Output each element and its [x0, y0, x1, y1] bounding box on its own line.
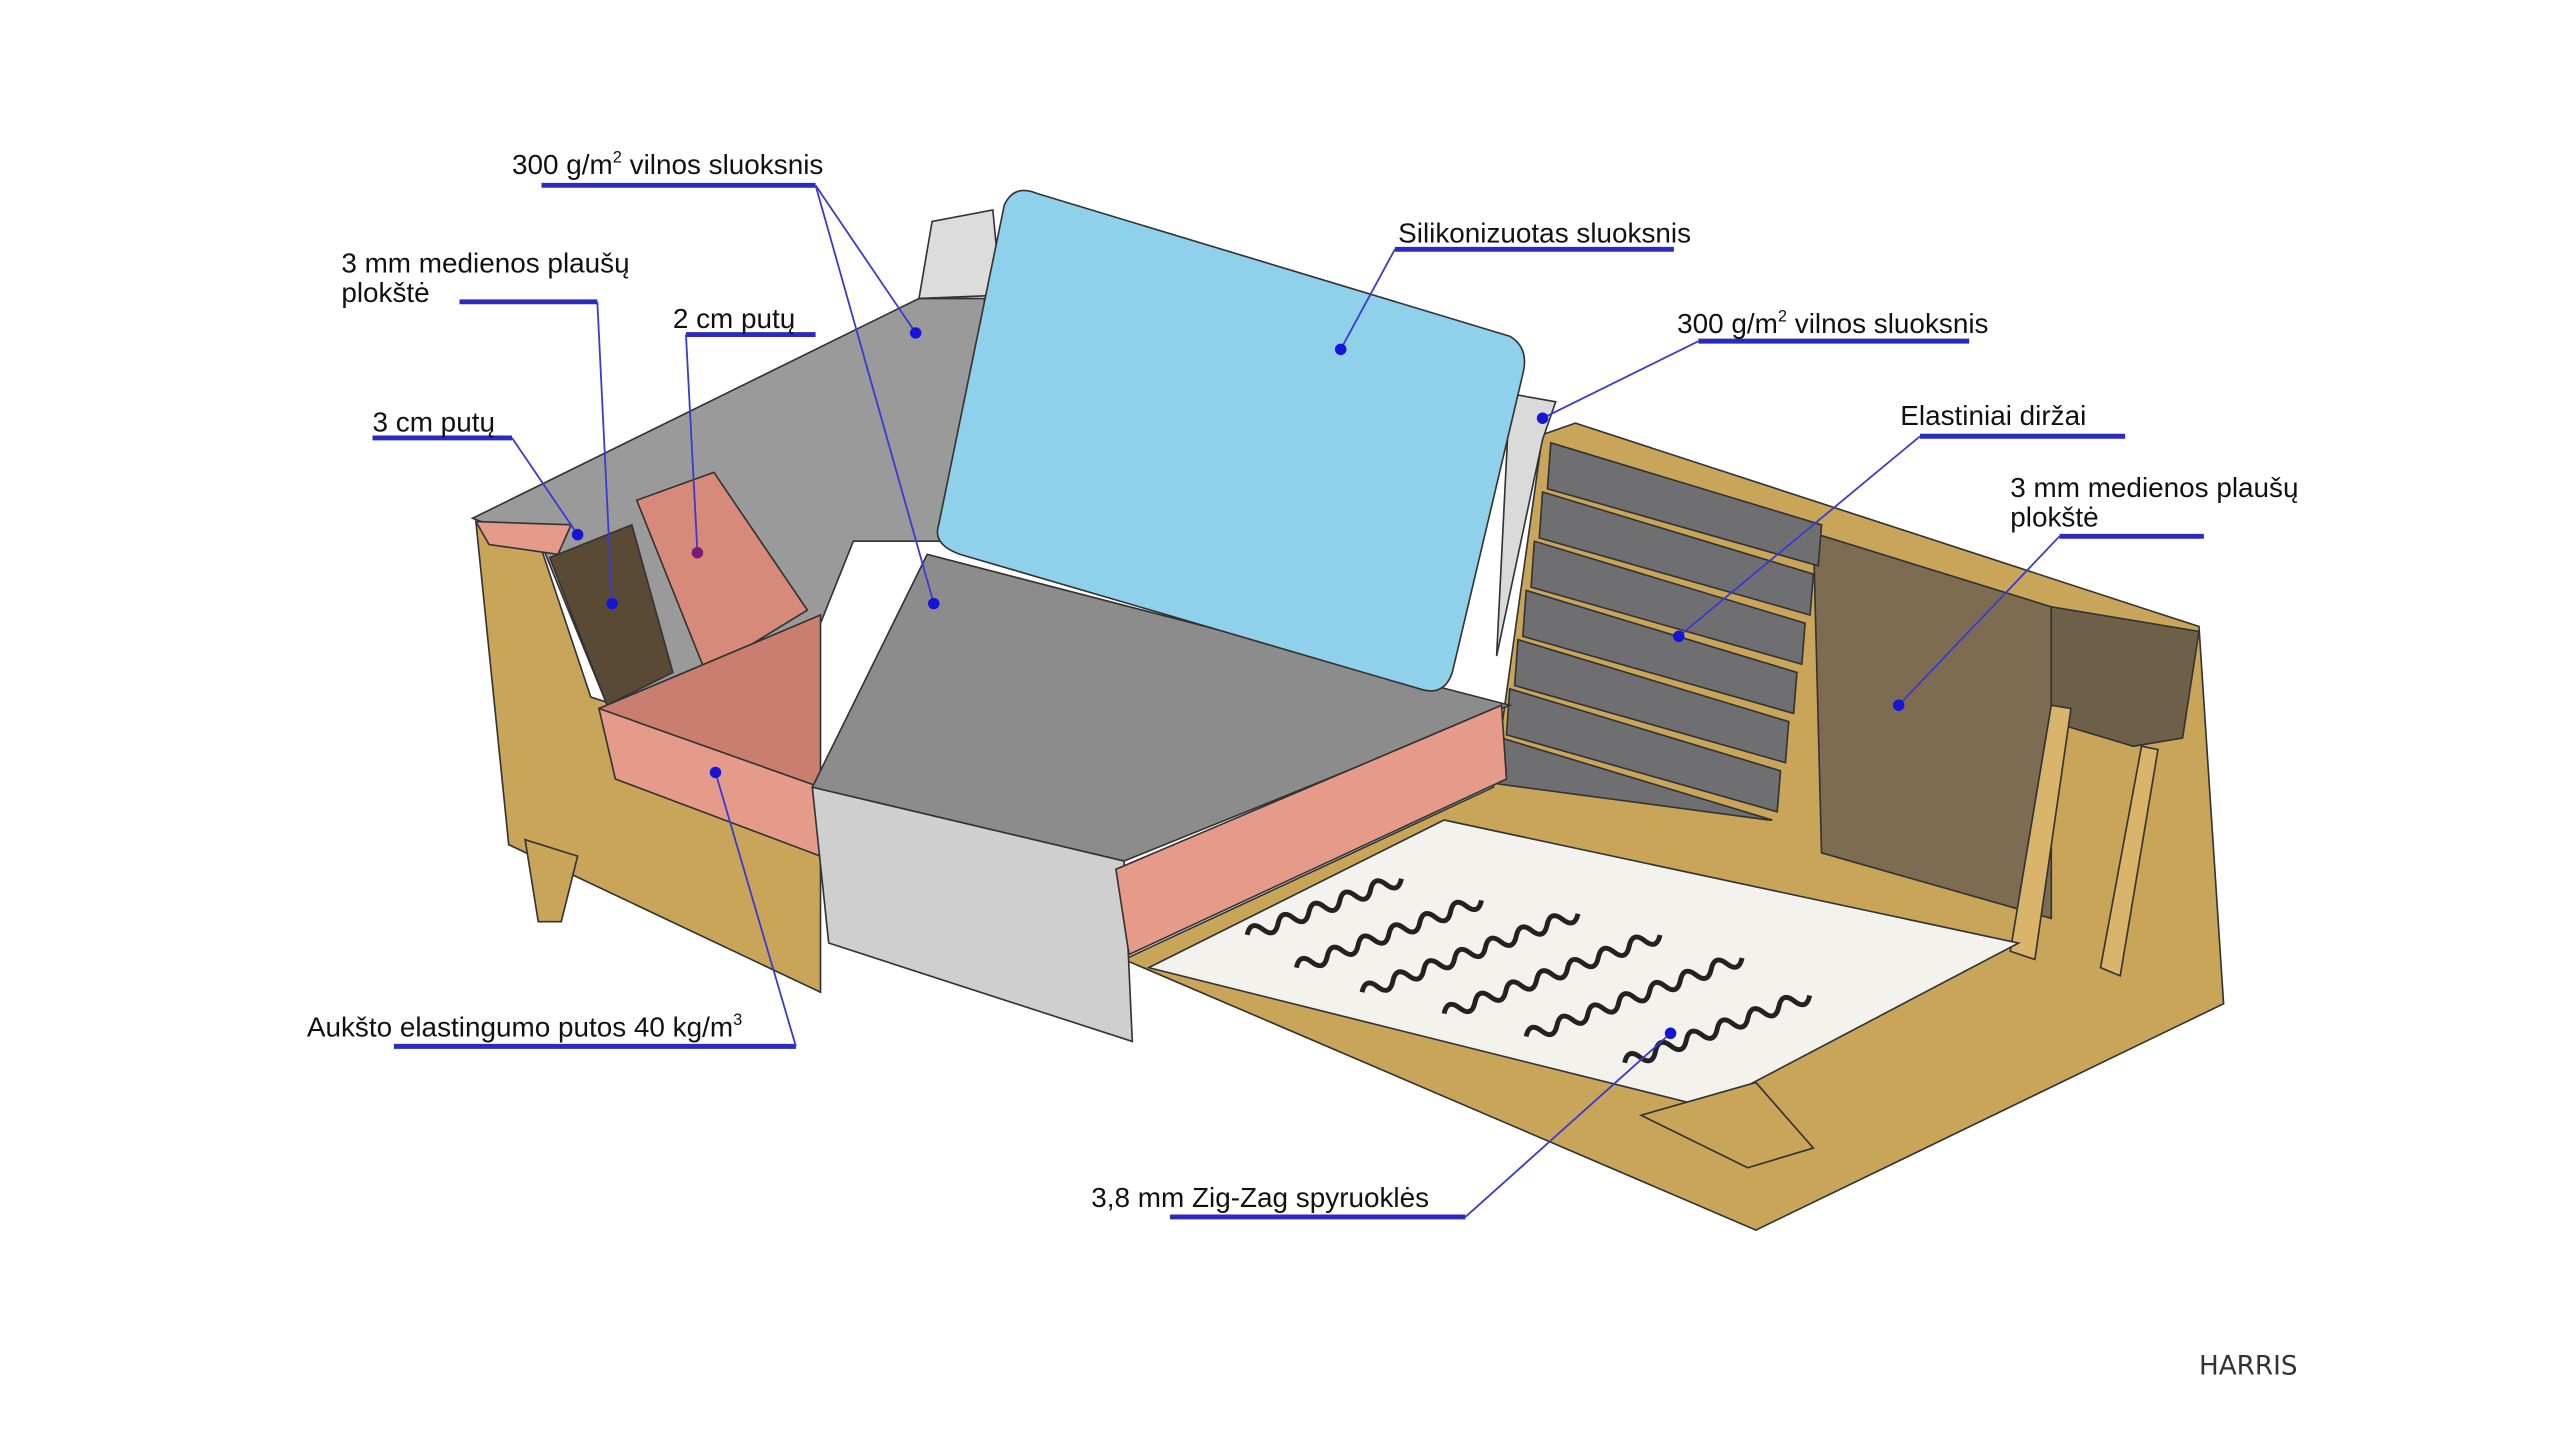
label-wool-right: 300 g/m2 vilnos sluoksnis: [1677, 307, 1988, 338]
silicone-cushion: [936, 189, 1526, 692]
label-springs: 3,8 mm Zig-Zag spyruoklės: [1091, 1182, 1429, 1213]
back-upright: [917, 208, 1002, 300]
sofa-illustration: [470, 189, 2225, 1231]
label-hr-foam: Aukšto elastingumo putos 40 kg/m3: [307, 1011, 742, 1042]
brand-logo: HARRIS: [2199, 1351, 2298, 1381]
fiberboard-right-side: [2050, 605, 2200, 748]
leader-lines: [372, 182, 2204, 1220]
grey-seat-front: [811, 786, 1134, 1043]
side-post-2: [2099, 745, 2159, 978]
label-wool-top: 300 g/m2 vilnos sluoksnis: [512, 148, 823, 179]
bottom-plate: [1638, 1081, 1815, 1169]
zigzag-springs: [1244, 878, 1813, 1064]
label-silicone: Silikonizuotas sluoksnis: [1398, 218, 1691, 249]
right-upright: [1495, 392, 1557, 657]
label-foam-2cm: 2 cm putų: [673, 303, 795, 334]
foam-seat-right: [1114, 704, 1508, 956]
foam-3cm: [474, 520, 573, 556]
fiberboard-left: [548, 523, 674, 707]
foam-2cm: [635, 471, 809, 674]
fiberboard-right-panel: [1812, 531, 2053, 920]
side-post: [2009, 704, 2072, 961]
label-belts: Elastiniai diržai: [1900, 400, 2086, 431]
leg: [524, 838, 579, 923]
label-foam-3cm: 3 cm putų: [373, 406, 495, 437]
